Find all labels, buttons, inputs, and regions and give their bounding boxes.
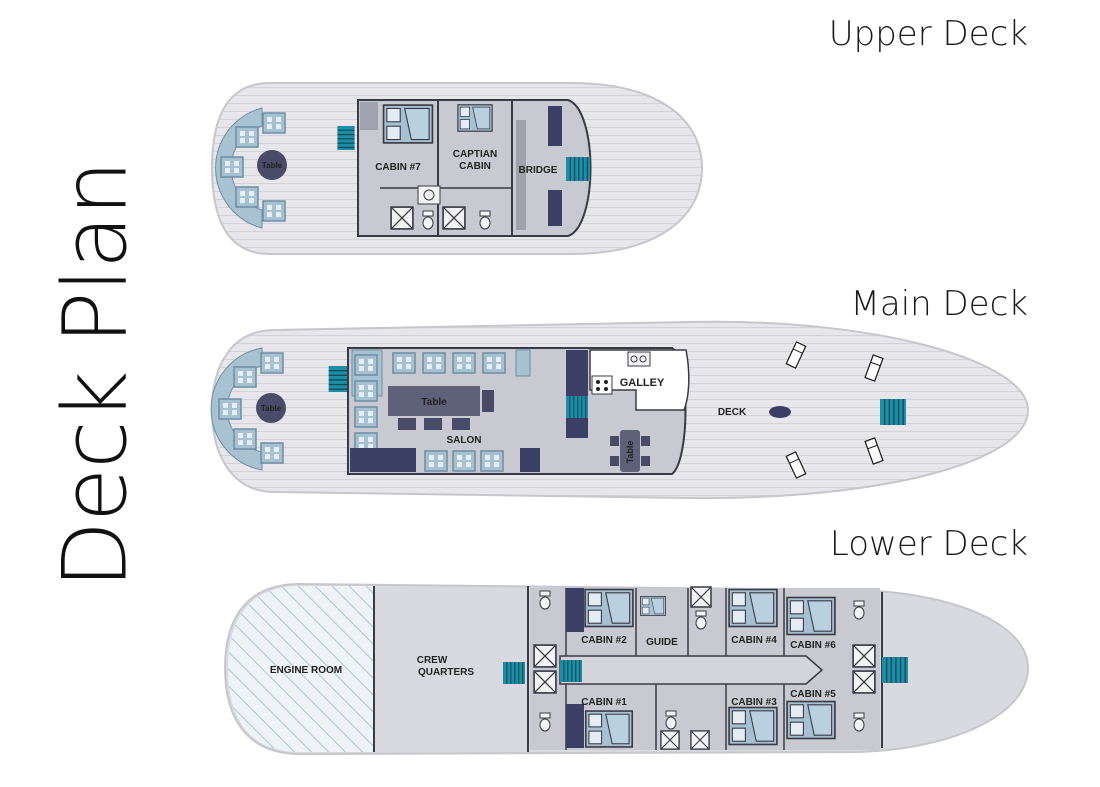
upper-table bbox=[257, 150, 287, 180]
cabin2-bed bbox=[584, 588, 634, 628]
salon-seat bbox=[422, 352, 446, 374]
cabin7-bed bbox=[382, 104, 434, 144]
salon-seat bbox=[480, 450, 504, 472]
main-seat bbox=[218, 398, 242, 420]
lower-toilet bbox=[539, 590, 551, 610]
lower-toilet bbox=[539, 712, 551, 732]
main-seat bbox=[233, 366, 257, 388]
deck-table bbox=[769, 406, 791, 418]
upper-table-label: Table bbox=[262, 161, 283, 170]
captain-toilet bbox=[479, 210, 491, 230]
upper-seat bbox=[262, 200, 286, 222]
captain-label-1: CAPTIAN bbox=[453, 149, 497, 160]
captain-label-2: CABIN bbox=[459, 161, 491, 172]
bridge-label: BRIDGE bbox=[519, 165, 558, 176]
guide-label: GUIDE bbox=[646, 637, 678, 648]
lower-shower bbox=[533, 644, 557, 668]
captain-bed bbox=[456, 104, 494, 132]
lower-toilet bbox=[853, 712, 865, 732]
salon-table-label: Table bbox=[421, 397, 447, 408]
cabin7-toilet bbox=[422, 210, 434, 230]
lower-bow-stairs bbox=[882, 656, 908, 684]
salon-seat bbox=[354, 380, 378, 402]
captain-shower bbox=[442, 206, 466, 230]
lower-shower bbox=[690, 730, 710, 750]
corridor bbox=[559, 655, 824, 685]
salon-seat bbox=[452, 450, 476, 472]
lower-toilet bbox=[853, 600, 865, 620]
upper-deck-title: Upper Deck bbox=[828, 14, 1028, 54]
cabin5-bed bbox=[786, 700, 836, 740]
upper-seat bbox=[235, 186, 259, 208]
cabin1-label: CABIN #1 bbox=[581, 697, 627, 708]
engine-room bbox=[228, 586, 374, 752]
main-aft-table bbox=[256, 393, 286, 423]
cabin6-bed bbox=[786, 596, 836, 636]
upper-seat bbox=[262, 112, 286, 134]
lower-deck-plan: ENGINE ROOM CREW QUARTERS bbox=[223, 582, 1030, 756]
cabin4-bed bbox=[728, 588, 778, 628]
main-deck-title: Main Deck bbox=[850, 284, 1028, 324]
lower-shower bbox=[690, 586, 712, 608]
galley-table bbox=[620, 430, 640, 472]
upper-deck-plan: Table CABIN #7 CAPTIAN CABIN BRIDGE bbox=[210, 82, 704, 255]
main-deck-plan: Table Table SALON GALLEY bbox=[210, 320, 1030, 500]
guide-bed bbox=[640, 595, 666, 617]
main-seat bbox=[260, 442, 284, 464]
upper-seat bbox=[235, 126, 259, 148]
galley-table-label: Table bbox=[625, 441, 635, 464]
upper-seat bbox=[220, 156, 244, 178]
lower-shower bbox=[660, 730, 680, 750]
salon-seat bbox=[354, 406, 378, 428]
cabin7-label: CABIN #7 bbox=[375, 162, 421, 173]
salon-seat bbox=[482, 352, 506, 374]
upper-bench bbox=[215, 107, 263, 229]
cabin7-shower bbox=[390, 206, 414, 230]
galley-label: GALLEY bbox=[620, 377, 665, 389]
main-aft-stairs bbox=[328, 366, 348, 392]
salon-seat bbox=[392, 352, 416, 374]
upper-aft-stairs bbox=[336, 126, 356, 150]
cabin4-label: CABIN #4 bbox=[731, 635, 777, 646]
cabin6-label: CABIN #6 bbox=[790, 640, 836, 651]
lower-toilet bbox=[695, 610, 707, 630]
bridge-stairs bbox=[566, 157, 590, 181]
cabin3-bed bbox=[728, 706, 778, 746]
lower-toilet bbox=[665, 710, 677, 730]
crew-label-1: CREW bbox=[417, 655, 448, 666]
cabin3-label: CABIN #3 bbox=[731, 697, 777, 708]
lower-shower bbox=[852, 670, 876, 694]
cabin5-label: CABIN #5 bbox=[790, 689, 836, 700]
salon-seat bbox=[424, 450, 448, 472]
crew-label-2: QUARTERS bbox=[418, 667, 474, 678]
lower-deck-title: Lower Deck bbox=[829, 524, 1028, 564]
cabin2-label: CABIN #2 bbox=[581, 635, 627, 646]
salon-seat bbox=[354, 354, 378, 376]
main-seat bbox=[233, 428, 257, 450]
lower-shower bbox=[852, 644, 876, 668]
lower-shower bbox=[533, 670, 557, 694]
bow-stairs bbox=[880, 398, 906, 426]
corridor-stairs bbox=[560, 660, 582, 682]
salon-label: SALON bbox=[447, 435, 482, 446]
salon-seat bbox=[452, 352, 476, 374]
main-bench bbox=[210, 347, 263, 471]
salon-table bbox=[388, 386, 480, 416]
engine-room-label: ENGINE ROOM bbox=[270, 665, 342, 676]
main-stairs bbox=[566, 396, 588, 418]
main-seat bbox=[260, 352, 284, 374]
cabin1-bed bbox=[584, 710, 634, 748]
crew-stairs bbox=[502, 662, 526, 684]
main-aft-table-label: Table bbox=[261, 404, 282, 413]
galley bbox=[589, 349, 690, 411]
deck-label: DECK bbox=[718, 407, 747, 418]
